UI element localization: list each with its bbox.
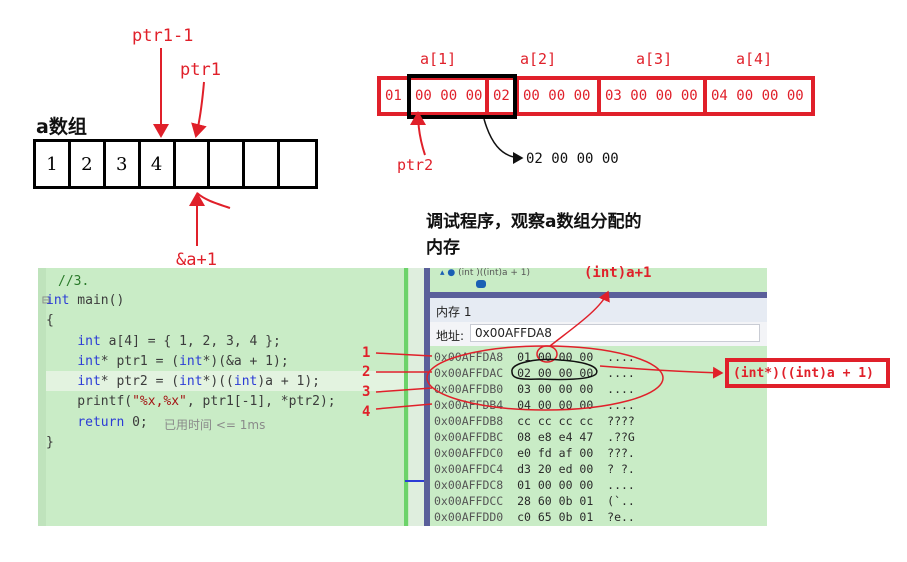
ptr2-expr-box: (int*)((int)a + 1) — [725, 358, 890, 388]
arrow-a-plus-1-head — [196, 192, 231, 209]
arrow-ptr1 — [191, 81, 207, 138]
memory-window[interactable]: ▴ ● (int )((int)a + 1) 内存 1 地址: 0x00AFFD… — [424, 268, 767, 526]
ptr2-value: 02 00 00 00 — [526, 151, 619, 167]
code-comment: //3. — [58, 274, 90, 289]
ptr2-bytes-circle — [511, 358, 598, 381]
editor-gutter — [38, 268, 46, 526]
index-label-a3: a[3] — [636, 50, 673, 68]
arrow-ptr2 — [410, 111, 427, 156]
memory-row: 0x00AFFDD0 c0 65 0b 01 ?e.. — [434, 510, 635, 524]
memory-title: 内存 1 — [436, 305, 472, 319]
change-bar — [404, 268, 408, 526]
ptr1-label: ptr1 — [180, 60, 221, 80]
byte-segment: 00 00 00 — [519, 80, 601, 112]
array-cell: 3 — [106, 142, 141, 186]
row-marker-4: 4 — [362, 404, 371, 420]
byte-segment: 02 — [489, 80, 519, 112]
address-input[interactable]: 0x00AFFDA8 — [470, 324, 760, 342]
memory-row: 0x00AFFDCC 28 60 0b 01 (`.. — [434, 494, 635, 508]
scroll-marker — [405, 480, 425, 482]
code-line: return 0; — [77, 415, 148, 430]
memory-window-border — [424, 268, 430, 526]
annotation-line-2: 内存 — [426, 238, 460, 258]
arrow-row-3 — [375, 387, 433, 393]
row-marker-1: 1 — [362, 345, 371, 361]
memory-bytes-row: 01 00 00 00 02 00 00 00 03 00 00 00 04 0… — [377, 76, 815, 116]
memory-rows-circle — [426, 345, 664, 411]
code-line: int a[4] = { 1, 2, 3, 4 }; — [77, 334, 281, 349]
arrow-ptr2-expr — [599, 365, 724, 379]
fold-icon[interactable]: ⊟ — [42, 293, 50, 308]
current-line-highlight — [46, 371, 409, 391]
arrow-cast-label — [549, 290, 610, 347]
byte-circle — [536, 345, 558, 363]
watch-icon — [476, 280, 486, 288]
cast-label: (int)a+1 — [584, 265, 652, 281]
memory-row: 0x00AFFDB0 03 00 00 00 .... — [434, 382, 635, 396]
index-label-a4: a[4] — [736, 50, 773, 68]
memory-row: 0x00AFFDC8 01 00 00 00 .... — [434, 478, 635, 492]
arrow-ptr2-value — [483, 118, 524, 164]
memory-row: 0x00AFFDC4 d3 20 ed 00 ? ?. — [434, 462, 635, 476]
code-editor[interactable]: //3. ⊟ int main() { int a[4] = { 1, 2, 3… — [38, 268, 409, 526]
code-line: int* ptr1 = (int*)(&a + 1); — [77, 354, 289, 369]
address-label: 地址: — [436, 329, 465, 343]
index-label-a1: a[1] — [420, 50, 457, 68]
ptr2-label: ptr2 — [397, 156, 434, 174]
array-cell: 1 — [36, 142, 71, 186]
address-bar: 地址: 0x00AFFDA8 — [430, 322, 767, 346]
row-marker-3: 3 — [362, 384, 371, 400]
array-cell — [210, 142, 246, 186]
ptr1-minus-1-label: ptr1-1 — [132, 26, 194, 46]
array-title: a数组 — [36, 116, 87, 138]
row-marker-2: 2 — [362, 364, 371, 380]
ptr2-expr: (int*)((int)a + 1) — [733, 365, 874, 381]
memory-row: 0x00AFFDC0 e0 fd af 00 ???. — [434, 446, 635, 460]
code-line: int* ptr2 = (int*)((int)a + 1); — [77, 374, 320, 389]
array-cell — [245, 142, 281, 186]
array-cell — [176, 142, 211, 186]
memory-row: 0x00AFFDB4 04 00 00 00 .... — [434, 398, 635, 412]
code-line: printf("%x,%x", ptr1[-1], *ptr2); — [46, 394, 336, 409]
byte-segment: 03 00 00 00 — [601, 80, 707, 112]
scrollbar[interactable] — [409, 268, 424, 526]
elapsed-time: 已用时间 <= 1ms — [164, 418, 266, 432]
byte-segment: 04 00 00 00 — [711, 88, 804, 104]
arrow-row-4 — [375, 403, 433, 410]
splitter[interactable] — [430, 292, 767, 298]
index-label-a2: a[2] — [520, 50, 557, 68]
code-line: } — [46, 435, 54, 450]
memory-row: 0x00AFFDB8 cc cc cc cc ???? — [434, 414, 635, 428]
code-line: int main() — [46, 293, 125, 308]
watch-row[interactable]: ▴ ● (int )((int)a + 1) — [440, 268, 531, 278]
memory-row: 0x00AFFDBC 08 e8 e4 47 .??G — [434, 430, 635, 444]
ptr2-highlight-box — [407, 74, 517, 119]
array-cell: 2 — [71, 142, 106, 186]
byte-segment: 00 00 00 — [411, 80, 489, 112]
annotation-line-1: 调试程序，观察a数组分配的 — [426, 212, 642, 232]
watch-text: (int )((int)a + 1) — [458, 268, 531, 278]
array-cell: 4 — [141, 142, 176, 186]
memory-row: 0x00AFFDAC 02 00 00 00 .... — [434, 366, 635, 380]
a-plus-1-label: &a+1 — [176, 250, 217, 270]
array-a-box: 1 2 3 4 — [33, 139, 318, 189]
code-line: { — [46, 313, 54, 328]
memory-title-bar: 内存 1 — [430, 298, 767, 322]
arrow-row-1 — [375, 352, 433, 357]
